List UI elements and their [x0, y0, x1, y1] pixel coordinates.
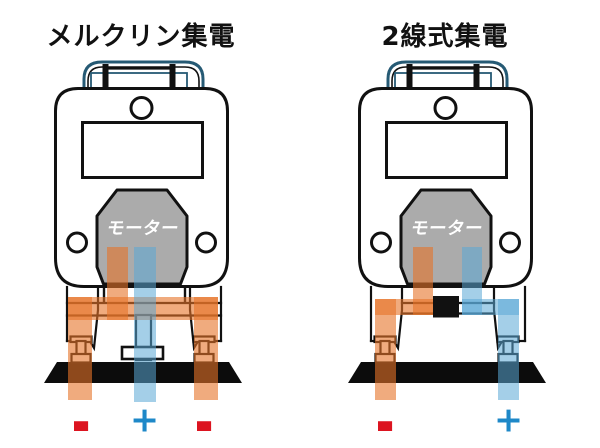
right-polarity-minus-left: -	[375, 381, 395, 448]
wire-blue-motor-drop	[462, 247, 482, 315]
left-polarity-plus-center: +	[129, 400, 160, 441]
right-underframe-wiring	[375, 247, 519, 400]
wire-blue-right-rail-drop	[498, 299, 519, 400]
left-polarity-minus-right: -	[194, 381, 214, 448]
axle-insulator-block	[433, 296, 459, 318]
right-diagram-title: 2線式集電	[381, 22, 509, 52]
left-polarity-minus-left: -	[71, 381, 91, 448]
wire-blue-center-drop	[134, 247, 156, 402]
wire-orange-left-rail-drop	[375, 299, 396, 400]
right-polarity-plus-right: +	[493, 400, 524, 441]
left-underframe-wiring	[65, 247, 223, 402]
wire-orange-left-rail-drop	[68, 297, 92, 400]
left-diagram-title: メルクリン集電	[46, 22, 236, 52]
wire-orange-right-rail-drop	[194, 297, 218, 400]
wire-orange-motor-drop	[413, 247, 433, 315]
